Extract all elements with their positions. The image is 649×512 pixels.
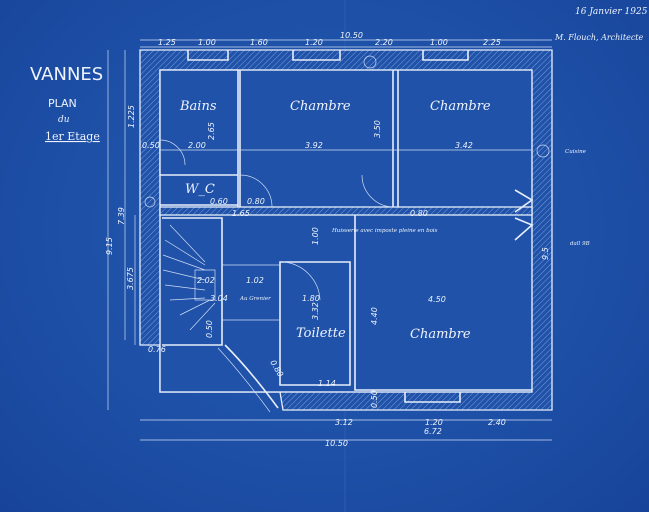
- dim-interior: 9.5: [541, 247, 550, 260]
- dim-door: 0.80: [247, 197, 265, 206]
- dim-bottom-sub: 6.72: [424, 427, 442, 436]
- dim-interior: 1.02: [246, 276, 264, 285]
- dim-door: 0.76: [148, 345, 166, 354]
- room-chambre-3: Chambre: [410, 327, 471, 342]
- dim-bottom: 2.40: [488, 418, 506, 427]
- dimensions: 10.50 1.25 1.00 1.60 1.20 2.20 1.00 2.25…: [105, 31, 550, 448]
- room-bains: Bains: [179, 99, 217, 114]
- dim-depth: 7.39: [117, 207, 126, 225]
- dim-top: 1.25: [158, 38, 176, 47]
- dim-row: 2.00: [188, 141, 206, 150]
- dim-bottom: 1.20: [425, 418, 443, 427]
- note-lucarne: dall 9B: [570, 241, 590, 247]
- room-toilette: Toilette: [296, 326, 346, 341]
- date-text: 16 Janvier 1925: [575, 7, 648, 17]
- dim-depth: 1.00: [311, 227, 320, 245]
- walls: [139, 49, 553, 413]
- dim-depth: 3.675: [126, 267, 135, 290]
- dim-top: 1.60: [250, 38, 268, 47]
- note-huisserie: Huisserie avec imposte pleine en bois: [331, 228, 438, 234]
- signature: M. Flouch, Architecte: [554, 33, 644, 42]
- du-label: du: [58, 115, 70, 125]
- dim-interior: 2.02: [197, 276, 215, 285]
- dim-row: 3.42: [455, 141, 473, 150]
- dim-depth: 4.40: [370, 307, 379, 325]
- dim-door: 0.80: [410, 209, 428, 218]
- note-cuisine: Cuisine: [565, 149, 587, 155]
- note-grenier: Au Grenier: [239, 296, 271, 302]
- dim-top: 2.20: [375, 38, 393, 47]
- room-wc: W_C: [185, 182, 215, 197]
- dim-depth: 9.15: [105, 237, 114, 255]
- dim-row: 0.50: [142, 141, 160, 150]
- dim-bottom: 3.12: [335, 418, 353, 427]
- dim-bottom-total: 10.50: [325, 439, 348, 448]
- dim-depth: 3.50: [373, 120, 382, 138]
- dim-depth: 1.225: [127, 105, 136, 128]
- dim-top: 2.25: [483, 38, 501, 47]
- dim-door: 0.50: [205, 320, 214, 338]
- dim-top: 1.00: [198, 38, 216, 47]
- dim-top: 1.00: [430, 38, 448, 47]
- dim-interior: 3.04: [210, 294, 228, 303]
- dim-depth: 3.32: [311, 302, 320, 320]
- room-chambre-2: Chambre: [430, 99, 491, 114]
- dim-row: 3.92: [305, 141, 323, 150]
- plan-label: PLAN: [48, 97, 77, 110]
- dim-depth: 2.65: [207, 122, 216, 140]
- floor-label: 1er Etage: [45, 130, 100, 143]
- dim-top-total: 10.50: [340, 31, 363, 40]
- dim-door: 1.65: [232, 209, 250, 218]
- dim-door: 0.60: [210, 197, 228, 206]
- dimension-lines: [107, 39, 552, 441]
- room-chambre-1: Chambre: [290, 99, 351, 114]
- dim-interior: 4.50: [428, 295, 446, 304]
- dim-door: 0.50: [370, 390, 379, 408]
- city-title: VANNES: [30, 64, 103, 85]
- dim-interior: 1.80: [302, 294, 320, 303]
- dim-interior: 1.14: [318, 379, 336, 388]
- dim-top: 1.20: [305, 38, 323, 47]
